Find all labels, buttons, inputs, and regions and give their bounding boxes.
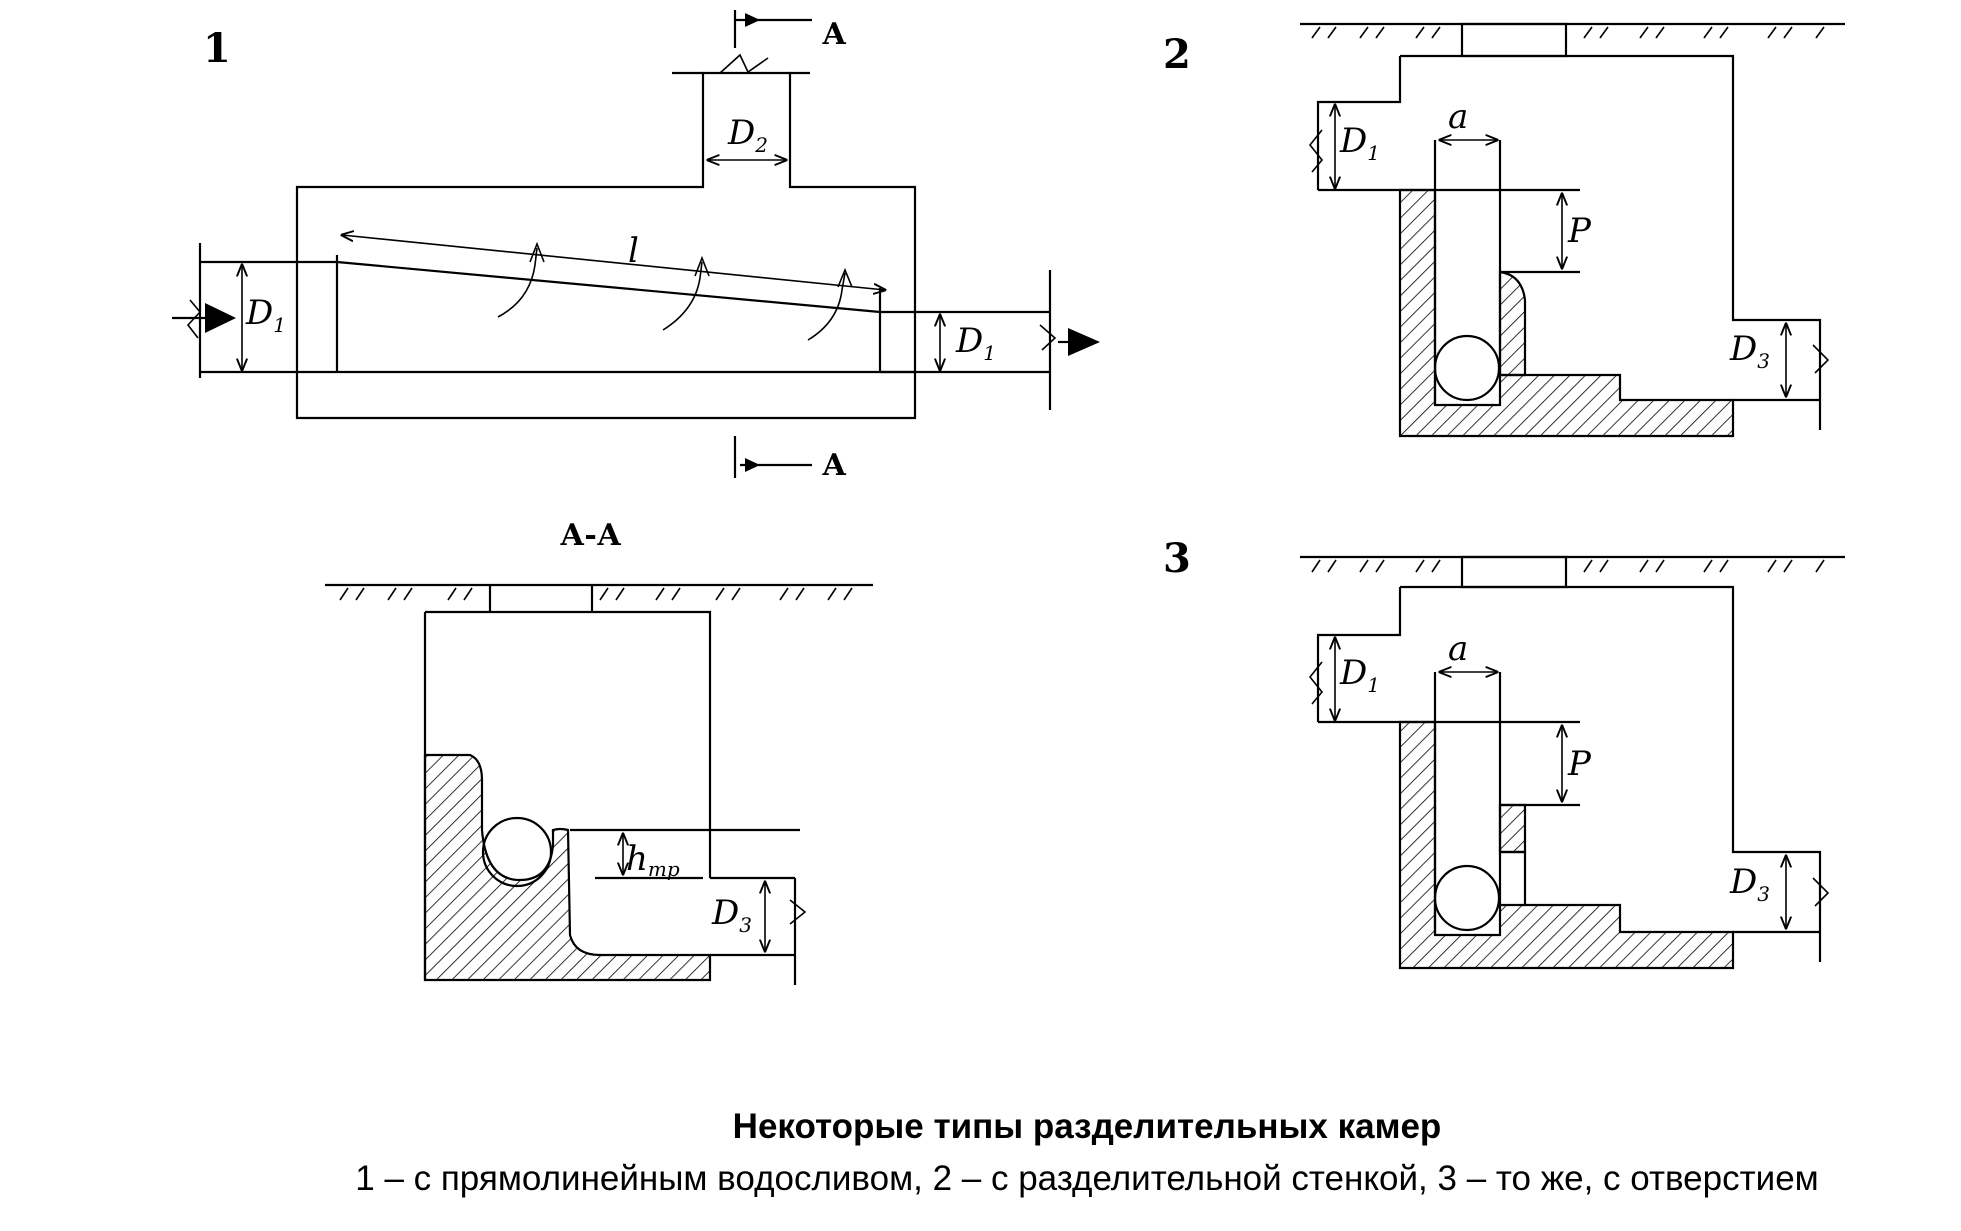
manhole-2	[1460, 22, 1568, 58]
chamber-aa-outline	[425, 610, 712, 878]
figure-2-section: 2	[1163, 22, 1845, 438]
dim-label-d3-fig2: D3	[1729, 329, 1770, 373]
flow-arrow-1	[497, 247, 538, 318]
dim-label-d3-aa: D3	[711, 893, 752, 937]
dim-label-a-fig3: a	[1448, 629, 1468, 669]
outlet-arrow	[1068, 328, 1100, 356]
figure-1-number: 1	[203, 25, 231, 72]
dim-label-d1-fig3: D1	[1339, 653, 1380, 697]
section-a-a: А-А	[325, 518, 873, 985]
caption-title: Некоторые типы разделительных камер	[733, 1107, 1442, 1146]
dim-label-h-tr: hтр	[626, 839, 680, 881]
chamber-1-outline	[295, 71, 917, 420]
break-mark-inlet	[186, 299, 202, 339]
dim-label-d1-inlet: D1	[245, 293, 286, 337]
figure-3-wall-hatch	[1498, 803, 1527, 854]
dim-label-d3-fig3: D3	[1729, 862, 1770, 906]
break-mark-outlet	[1039, 324, 1057, 351]
dim-label-l: l	[628, 231, 639, 271]
section-mark-bottom: А	[822, 448, 847, 483]
figure-3-hatched-base	[1398, 720, 1735, 970]
pipe-circle-2	[1433, 334, 1501, 402]
pipe-circle-3	[1433, 864, 1501, 932]
flow-arrow-3	[807, 272, 846, 341]
section-a-a-title: А-А	[560, 518, 622, 553]
caption-text: 1 – с прямолинейным водосливом, 2 – с ра…	[355, 1159, 1818, 1198]
section-mark-top: А	[822, 17, 847, 52]
weir-line	[336, 260, 881, 314]
figure-3-section: 3	[1163, 535, 1845, 970]
figure-2-wall-hatch	[1498, 270, 1527, 377]
inlet-arrow	[205, 303, 236, 333]
manhole-3	[1460, 555, 1568, 589]
dim-label-d2: D2	[727, 113, 768, 157]
dim-label-p-fig3: P	[1567, 744, 1592, 784]
weir-length-dimension	[342, 235, 885, 290]
figure-1-plan: 1	[172, 10, 1100, 478]
flow-arrow-2	[662, 261, 703, 331]
dim-label-a-fig2: a	[1448, 97, 1468, 137]
pipe-circle-aa	[481, 816, 553, 888]
dim-label-d1-fig2: D1	[1339, 121, 1380, 165]
dim-label-p-fig2: P	[1567, 211, 1592, 251]
break-mark	[719, 53, 769, 74]
figure-2-number: 2	[1163, 31, 1191, 78]
figure-2-hatched-base	[1398, 188, 1735, 438]
figure-3-number: 3	[1163, 535, 1191, 582]
dim-label-d1-outlet: D1	[955, 321, 996, 365]
